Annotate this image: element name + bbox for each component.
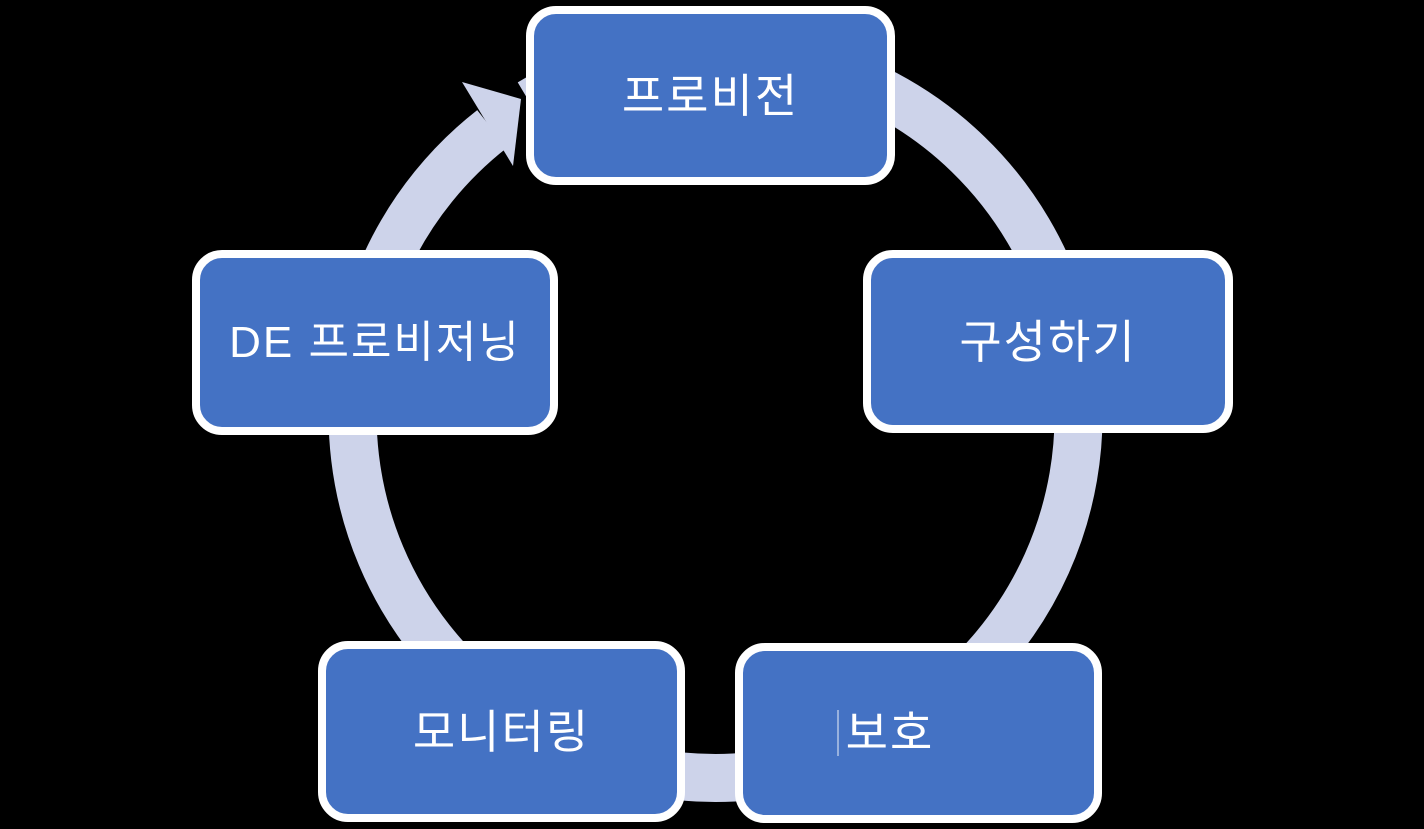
arrowhead-icon — [462, 82, 521, 166]
node-deprovisioning-label: DE 프로비저닝 — [229, 317, 521, 367]
node-monitoring[interactable]: 모니터링 — [318, 641, 685, 822]
node-monitoring-label: 모니터링 — [412, 705, 591, 758]
node-configure[interactable]: 구성하기 — [863, 250, 1233, 433]
node-protect[interactable]: 보호 — [735, 643, 1102, 823]
node-protect-label: 보호 — [845, 707, 935, 759]
node-protect-label-wrap: 보호 — [836, 707, 935, 759]
node-provision-label: 프로비전 — [621, 69, 800, 122]
text-cursor — [836, 710, 839, 756]
node-provision[interactable]: 프로비전 — [526, 6, 895, 185]
node-configure-label: 구성하기 — [959, 315, 1137, 368]
node-deprovisioning[interactable]: DE 프로비저닝 — [192, 250, 558, 435]
